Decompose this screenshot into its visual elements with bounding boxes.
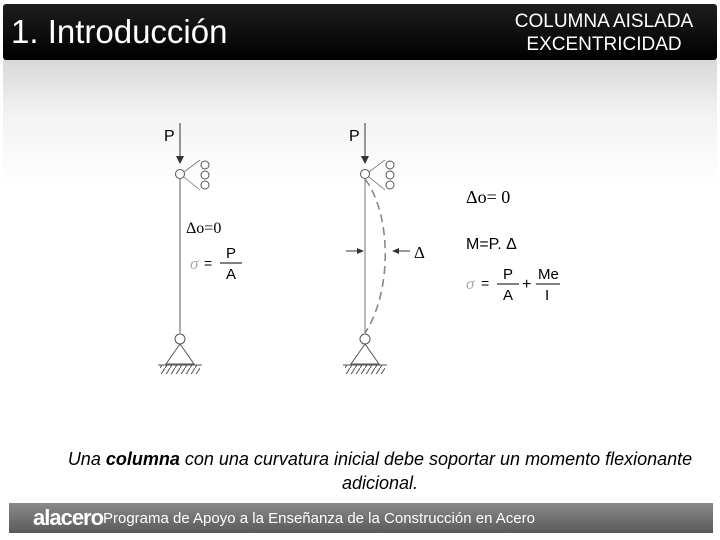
load-arrowhead-left xyxy=(176,156,184,164)
numerator-me: Me xyxy=(538,266,559,283)
footer-bar: alacero Programa de Apoyo a la Enseñanza… xyxy=(9,503,713,533)
numerator-p: P xyxy=(503,266,513,283)
curved-column: P Δ xyxy=(343,123,425,374)
pin-support-right xyxy=(343,333,387,374)
numerator-left: P xyxy=(226,245,236,262)
denominator-i: I xyxy=(545,287,549,304)
deflected-shape xyxy=(364,178,387,334)
slide-topic: COLUMNA AISLADA EXCENTRICIDAD xyxy=(493,10,715,56)
straight-column: P Δo=0 σ = P A xyxy=(158,123,242,374)
content-background xyxy=(3,60,717,370)
program-name: Programa de Apoyo a la Enseñanza de la C… xyxy=(103,510,535,527)
sigma-symbol-right: σ xyxy=(466,274,475,293)
equals-left: = xyxy=(204,255,212,271)
delta-zero-label: Δo=0 xyxy=(186,220,221,237)
topic-line-2: EXCENTRICIDAD xyxy=(526,34,682,55)
load-label-right: P xyxy=(349,128,360,145)
plus-sign: + xyxy=(522,276,531,293)
delta-label: Δ xyxy=(414,243,425,262)
caption-text-end: con una curvatura inicial debe soportar … xyxy=(179,449,693,493)
sigma-symbol-left: σ xyxy=(190,254,199,273)
equals-right: = xyxy=(481,275,489,291)
moment-equation: M=P. Δ xyxy=(466,236,517,253)
delta-zero-equation: Δo= 0 xyxy=(466,187,510,207)
caption-emphasis: columna xyxy=(105,449,180,469)
caption-text-start: Una xyxy=(67,449,106,469)
load-arrowhead-right xyxy=(361,156,369,164)
topic-line-1: COLUMNA AISLADA xyxy=(514,11,694,32)
alacero-logo: alacero xyxy=(33,505,104,530)
denominator-left: A xyxy=(226,266,236,283)
slide-title: 1. Introducción xyxy=(11,13,228,50)
roller-support-right xyxy=(360,159,395,191)
title-bar: 1. Introducción COLUMNA AISLADA EXCENTRI… xyxy=(3,4,717,60)
pin-support-left xyxy=(158,333,202,374)
denominator-a: A xyxy=(503,287,513,304)
caption: Una columna con una curvatura inicial de… xyxy=(60,447,700,495)
load-label-left: P xyxy=(164,128,175,145)
roller-support-left xyxy=(175,159,210,191)
equations: Δo= 0 M=P. Δ σ = P A + Me I xyxy=(466,187,560,304)
